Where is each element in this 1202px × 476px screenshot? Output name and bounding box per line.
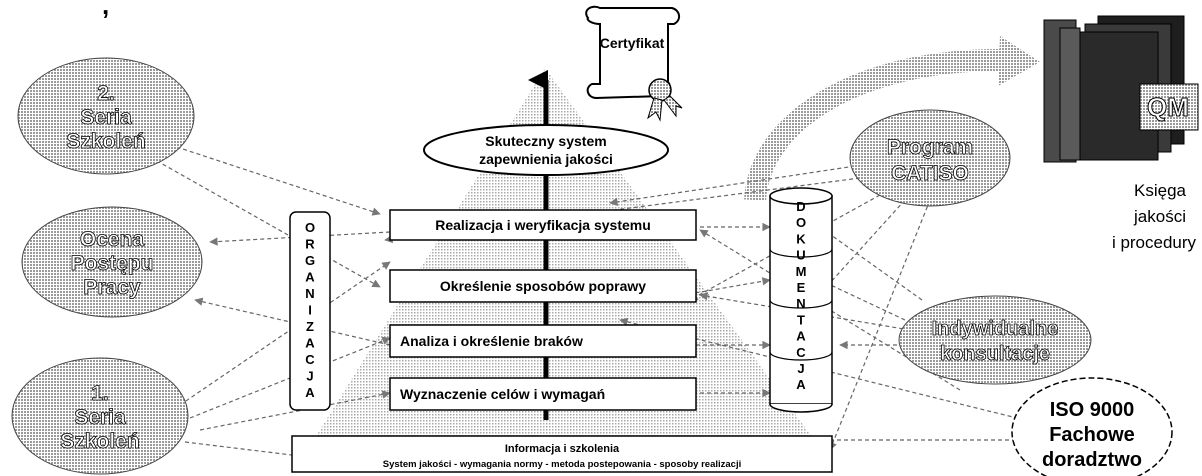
oval-indywidualne-line-1: Indywidualne [932, 318, 1059, 340]
base-box: Informacja i szkolenia System jakości - … [291, 435, 833, 473]
base-line-1: Informacja i szkolenia [505, 443, 620, 455]
pyramid [300, 68, 830, 462]
certificate-scroll: Certyfikat [585, 5, 683, 122]
oval-iso-line-1: ISO 9000 [1050, 399, 1135, 421]
step-realizacja: Realizacja i weryfikacja systemu [389, 209, 697, 241]
oval-iso-9000: ISO 9000 Fachowe doradztwo [1011, 377, 1173, 476]
goal-oval: Skuteczny system zapewnienia jakości [423, 124, 669, 176]
oval-catiso-line-1: Program [887, 136, 973, 159]
oval-seria-1: 1. Seria Szkoleń [11, 357, 189, 475]
organizacja-letter: I [308, 303, 312, 318]
oval-indywidualne: Indywidualne konsultacje [898, 295, 1092, 385]
step-cele-label: Wyznaczenie celów i wymagań [400, 386, 605, 402]
oval-seria-2-line-2: Seria [80, 106, 132, 129]
step-braki-label: Analiza i określenie braków [400, 333, 583, 349]
organizacja-letter: A [305, 336, 315, 351]
certificate-label: Certyfikat [600, 35, 665, 51]
organizacja-letter: G [305, 253, 315, 268]
oval-catiso-line-2: CATISO [891, 162, 969, 185]
dokumentacja-letter: E [797, 280, 806, 295]
oval-seria-2: 2. Seria Szkoleń [17, 57, 195, 175]
organizacja-letter: C [305, 352, 315, 367]
dokumentacja-letter: U [796, 248, 805, 263]
qm-caption: Księga jakości i procedury [1112, 181, 1197, 252]
dokumentacja-letter: J [797, 361, 804, 376]
organizacja-letter: A [305, 270, 315, 285]
big-curved-arrow-head [998, 36, 1040, 86]
organizacja-letter: R [305, 237, 315, 252]
dokumentacja-letter: N [796, 296, 805, 311]
oval-ocena-line-2: Postępu [71, 252, 154, 275]
dokumentacja-letter: D [796, 199, 805, 214]
step-poprawy: Określenie sposobów poprawy [389, 269, 697, 303]
organizacja-letter: J [306, 369, 313, 384]
goal-line-1: Skuteczny system [485, 133, 606, 149]
oval-catiso: Program CATISO [849, 109, 1011, 207]
qm-binder-label: QM [1147, 92, 1189, 122]
organizacja-letter: O [305, 220, 315, 235]
qm-caption-line-1: Księga [1134, 181, 1187, 200]
dokumentacja-letter: O [796, 215, 806, 230]
qm-caption-line-3: i procedury [1112, 233, 1197, 252]
organizacja-letter: N [305, 286, 314, 301]
goal-line-2: zapewnienia jakości [479, 151, 613, 167]
oval-iso-line-3: doradztwo [1042, 449, 1142, 471]
step-poprawy-label: Określenie sposobów poprawy [440, 278, 646, 294]
step-realizacja-label: Realizacja i weryfikacja systemu [435, 217, 651, 233]
oval-ocena: Ocena Postępu Pracy [21, 206, 203, 318]
oval-seria-1-line-3: Szkoleń [60, 430, 139, 453]
dokumentacja-letter: C [796, 345, 806, 360]
organizacja-letter: Z [306, 319, 314, 334]
dokumentacja-letter: M [796, 264, 807, 279]
oval-ocena-line-1: Ocena [80, 228, 145, 251]
big-curved-arrow [744, 49, 1001, 202]
step-braki: Analiza i określenie braków [389, 324, 697, 358]
oval-seria-2-line-3: Szkoleń [66, 130, 145, 153]
oval-indywidualne-line-2: konsultacje [940, 343, 1050, 365]
oval-seria-1-line-1: 1. [91, 382, 109, 405]
organizacja-letter: A [305, 385, 315, 400]
dokumentacja-letter: A [796, 377, 806, 392]
base-line-2: System jakości - wymagania normy - metod… [383, 459, 741, 470]
qm-caption-line-2: jakości [1133, 207, 1186, 226]
qm-binders: QM [1043, 15, 1199, 163]
step-cele: Wyznaczenie celów i wymagań [389, 377, 697, 411]
oval-seria-2-line-1: 2. [97, 82, 115, 105]
top-mark: , [102, 0, 109, 20]
dokumentacja-letter: T [797, 312, 805, 327]
dokumentacja-letter: K [796, 231, 806, 246]
dokumentacja-letter: A [796, 329, 806, 344]
oval-seria-1-line-2: Seria [74, 406, 126, 429]
oval-iso-line-2: Fachowe [1049, 424, 1135, 446]
oval-ocena-line-3: Pracy [83, 276, 141, 299]
